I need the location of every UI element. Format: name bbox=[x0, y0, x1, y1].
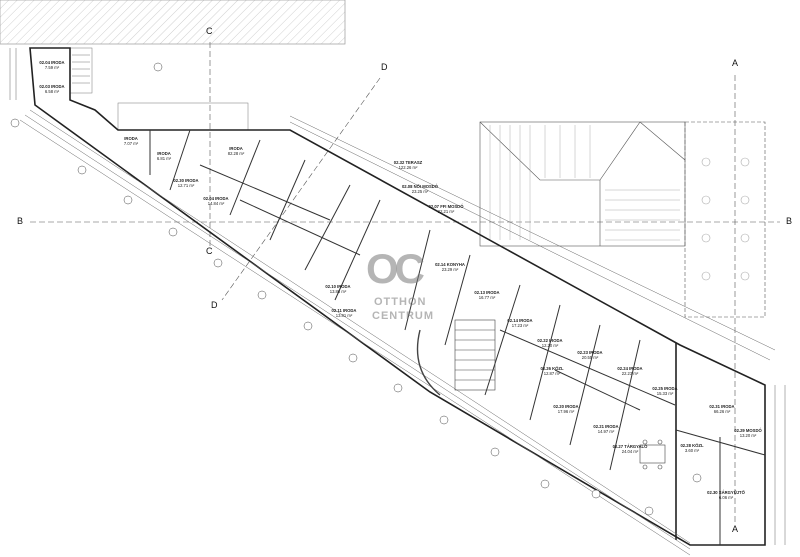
section-marker-c-mid: C bbox=[206, 246, 213, 256]
stair-core bbox=[416, 319, 496, 396]
section-marker-c-top: C bbox=[206, 26, 213, 36]
grid-bubbles bbox=[10, 62, 702, 516]
section-marker-b-left: B bbox=[17, 216, 24, 226]
section-lines bbox=[30, 42, 780, 522]
watermark-logo: OC bbox=[366, 245, 425, 292]
stairs-top bbox=[69, 47, 249, 131]
watermark-line1: OTTHON bbox=[374, 296, 427, 308]
building-walls bbox=[29, 47, 766, 546]
section-marker-a-top: A bbox=[732, 58, 739, 68]
meeting-table bbox=[639, 439, 666, 470]
section-marker-b-right: B bbox=[786, 216, 793, 226]
section-marker-d-top: D bbox=[381, 62, 388, 72]
watermark-line2: CENTRUM bbox=[372, 310, 434, 322]
neighbour-roof bbox=[479, 121, 766, 318]
interior-walls bbox=[149, 129, 766, 545]
neighbour-building-hatch bbox=[0, 0, 346, 45]
section-marker-d-mid: D bbox=[211, 300, 218, 310]
dimension-lines bbox=[9, 48, 786, 556]
section-marker-a-bottom: A bbox=[732, 524, 739, 534]
